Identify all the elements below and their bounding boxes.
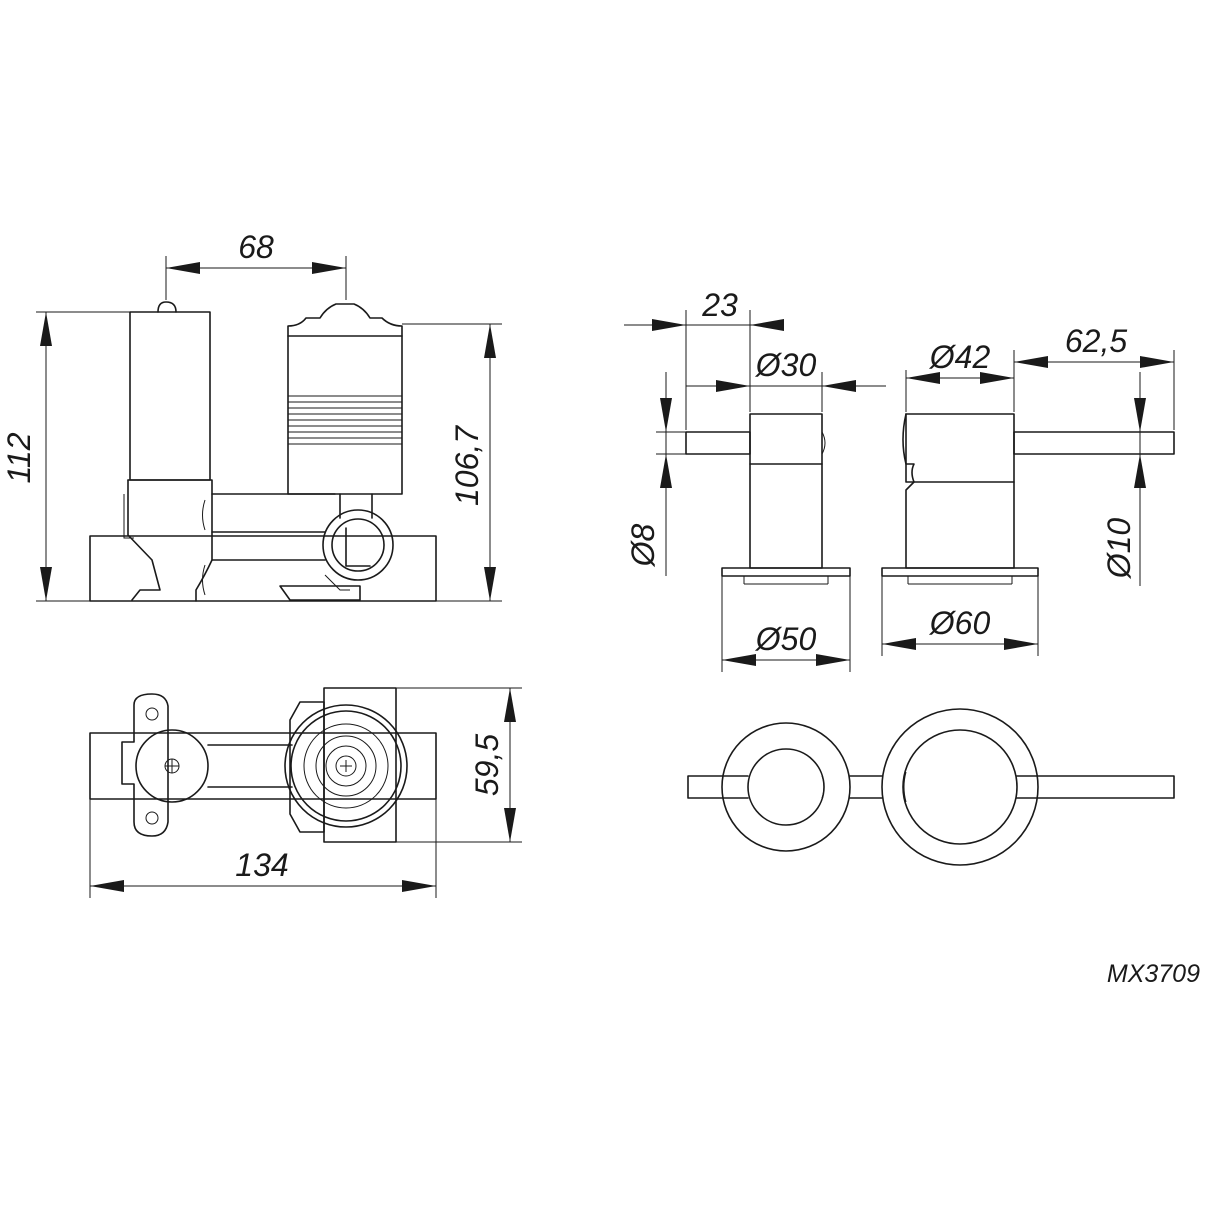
dimension-label-62-5: 62,5 <box>1065 323 1127 359</box>
dimension-label-diameter-50: Ø50 <box>755 621 817 657</box>
dimension-label-diameter-42: Ø42 <box>929 339 991 375</box>
dimension-59-5: 59,5 <box>396 687 522 843</box>
drawing-code: MX3709 <box>1107 960 1200 988</box>
dimension-112: 112 <box>1 311 166 602</box>
dimension-label-diameter-60: Ø60 <box>929 605 991 641</box>
dimension-62-5: 62,5 <box>1014 323 1175 430</box>
dimension-label-diameter-8: Ø8 <box>625 523 661 567</box>
dimension-diameter-60: Ø60 <box>881 576 1039 656</box>
dimension-label-106-7: 106,7 <box>449 425 485 506</box>
top-view-valve-body <box>89 687 437 843</box>
dimension-label-68: 68 <box>238 229 274 265</box>
front-view-valve-body <box>89 301 437 602</box>
dimension-diameter-50: Ø50 <box>721 576 851 672</box>
dimension-label-59-5: 59,5 <box>469 734 505 796</box>
dimension-23: 23 <box>624 287 784 430</box>
dimension-diameter-8: Ø8 <box>625 372 686 576</box>
dimension-134: 134 <box>89 799 437 898</box>
side-view-handle-50 <box>685 413 851 585</box>
front-view-handles <box>687 708 1175 866</box>
dimension-label-23: 23 <box>701 287 738 323</box>
dimension-label-134: 134 <box>235 847 288 883</box>
side-view-handle-60 <box>881 413 1175 585</box>
dimension-label-112: 112 <box>1 432 37 483</box>
dimension-diameter-30: Ø30 <box>686 347 886 412</box>
dimension-label-diameter-10: Ø10 <box>1101 518 1137 580</box>
dimension-diameter-10: Ø10 <box>1101 372 1146 586</box>
dimension-diameter-42: Ø42 <box>905 339 1015 412</box>
dimension-106-7: 106,7 <box>402 323 502 602</box>
dimension-68: 68 <box>165 229 347 300</box>
dimension-label-diameter-30: Ø30 <box>755 347 817 383</box>
